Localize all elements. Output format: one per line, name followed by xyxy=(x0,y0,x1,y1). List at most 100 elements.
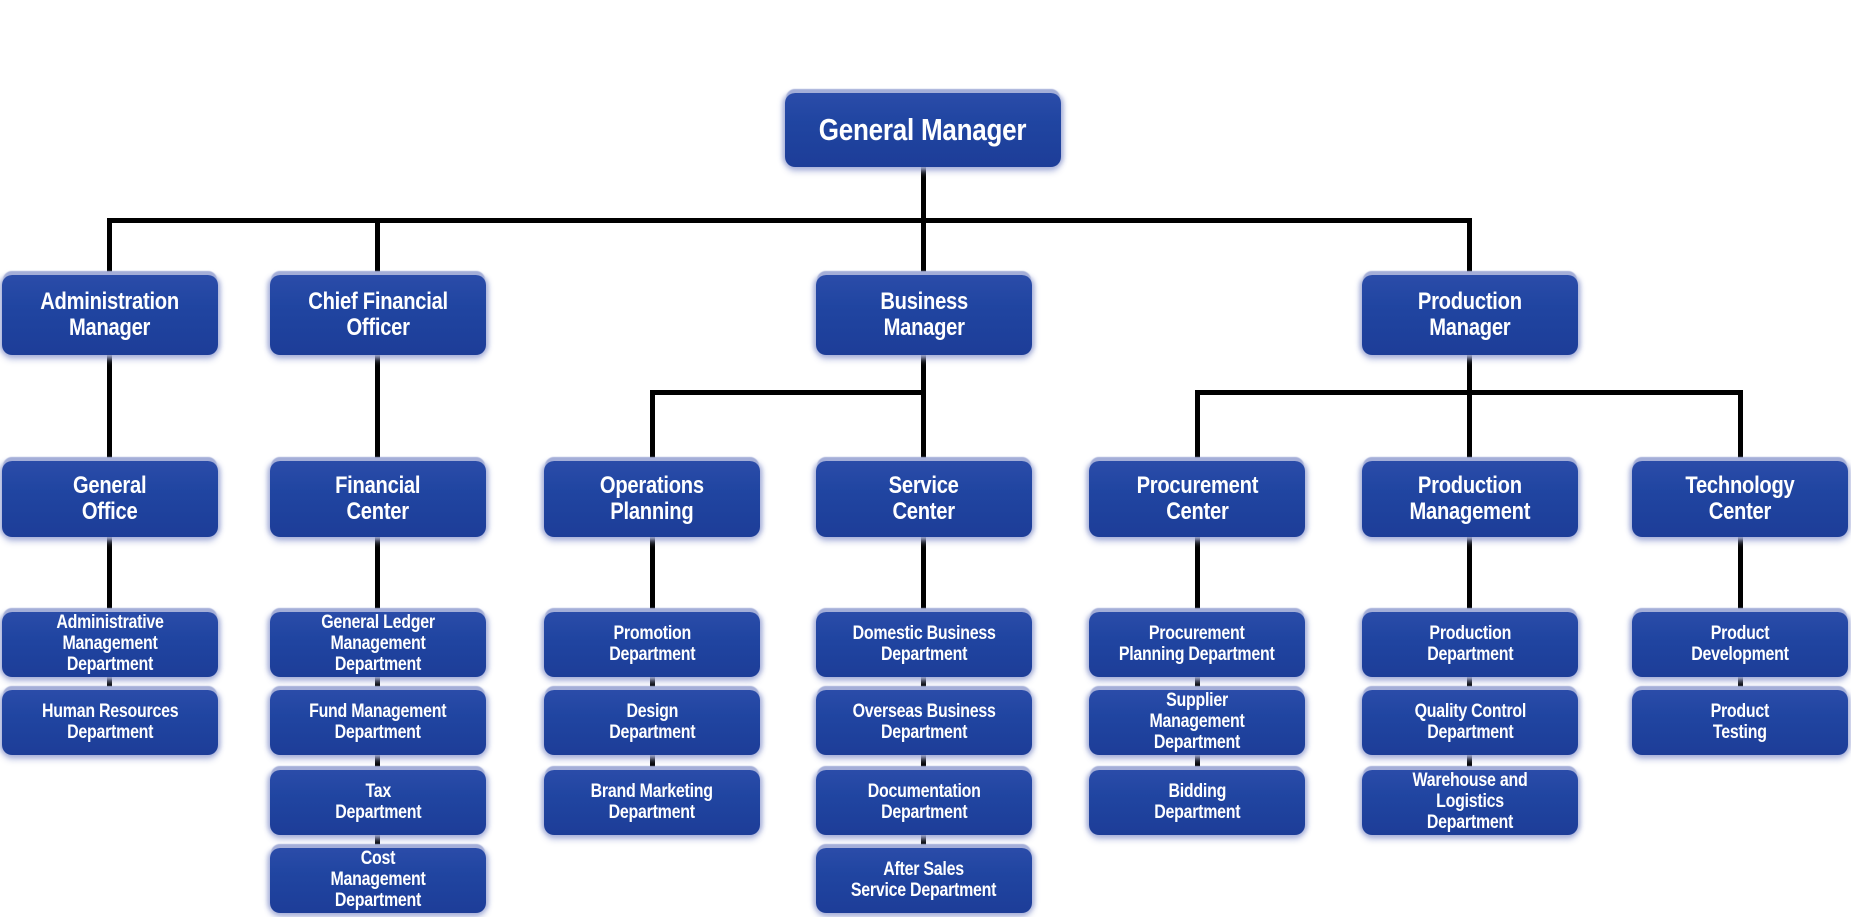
node-label: Human Resources Department xyxy=(41,700,179,743)
node-tax-department: Tax Department xyxy=(270,770,486,835)
node-label: Cost Management Department xyxy=(330,848,426,911)
connector-line xyxy=(1738,390,1743,462)
connector-line xyxy=(375,753,380,771)
connector-line xyxy=(107,675,112,691)
node-label: Administration Manager xyxy=(40,287,180,341)
node-label: Product Development xyxy=(1691,622,1789,665)
node-technology-center: Technology Center xyxy=(1632,461,1848,537)
node-label: Operations Planning xyxy=(600,471,704,525)
connector-line xyxy=(650,753,655,771)
node-business-manager: Business Manager xyxy=(816,275,1032,355)
node-label: Domestic Business Department xyxy=(852,622,996,665)
node-domestic-business-department: Domestic Business Department xyxy=(816,612,1032,677)
node-brand-marketing-department: Brand Marketing Department xyxy=(544,770,760,835)
connector-line xyxy=(650,675,655,691)
connector-line xyxy=(921,675,926,691)
connector-line xyxy=(921,753,926,771)
node-documentation-department: Documentation Department xyxy=(816,770,1032,835)
connector-line xyxy=(1738,675,1743,691)
connector-line xyxy=(650,390,926,395)
connector-line xyxy=(375,353,380,462)
connector-line xyxy=(375,218,380,276)
connector-line xyxy=(921,353,926,462)
connector-line xyxy=(107,218,1472,223)
connector-line xyxy=(107,353,112,462)
connector-line xyxy=(1467,218,1472,276)
connector-line xyxy=(650,535,655,613)
connector-line xyxy=(1195,753,1200,771)
node-production-manager: Production Manager xyxy=(1362,275,1578,355)
node-operations-planning: Operations Planning xyxy=(544,461,760,537)
connector-line xyxy=(1738,535,1743,613)
node-label: Product Testing xyxy=(1710,700,1770,743)
connector-line xyxy=(1195,535,1200,613)
node-label: Design Department xyxy=(608,700,696,743)
node-label: Bidding Department xyxy=(1153,780,1241,823)
node-production-management: Production Management xyxy=(1362,461,1578,537)
node-label: Documentation Department xyxy=(867,780,981,823)
connector-line xyxy=(1195,390,1200,462)
node-administrative-management-department: Administrative Management Department xyxy=(2,612,218,677)
connector-line xyxy=(921,833,926,849)
node-general-ledger-management-department: General Ledger Management Department xyxy=(270,612,486,677)
node-procurement-planning-department: Procurement Planning Department xyxy=(1089,612,1305,677)
connector-line xyxy=(375,675,380,691)
node-quality-control-department: Quality Control Department xyxy=(1362,690,1578,755)
node-general-office: General Office xyxy=(2,461,218,537)
connector-line xyxy=(921,535,926,613)
node-fund-management-department: Fund Management Department xyxy=(270,690,486,755)
node-label: Administrative Management Department xyxy=(56,612,164,675)
node-procurement-center: Procurement Center xyxy=(1089,461,1305,537)
node-label: Overseas Business Department xyxy=(852,700,996,743)
node-service-center: Service Center xyxy=(816,461,1032,537)
node-label: Warehouse and Logistics Department xyxy=(1412,770,1528,833)
node-design-department: Design Department xyxy=(544,690,760,755)
node-label: Financial Center xyxy=(335,471,421,525)
connector-line xyxy=(1195,390,1743,395)
node-financial-center: Financial Center xyxy=(270,461,486,537)
node-label: Procurement Planning Department xyxy=(1119,622,1275,665)
node-label: Quality Control Department xyxy=(1414,700,1526,743)
node-bidding-department: Bidding Department xyxy=(1089,770,1305,835)
node-label: Business Manager xyxy=(880,287,968,341)
node-production-department: Production Department xyxy=(1362,612,1578,677)
connector-line xyxy=(1195,675,1200,691)
node-general-manager: General Manager xyxy=(785,93,1061,167)
node-label: Promotion Department xyxy=(608,622,696,665)
node-after-sales-service-department: After Sales Service Department xyxy=(816,848,1032,913)
node-label: After Sales Service Department xyxy=(851,858,997,901)
node-warehouse-and-logistics-department: Warehouse and Logistics Department xyxy=(1362,770,1578,835)
node-cost-management-department: Cost Management Department xyxy=(270,848,486,913)
node-label: Supplier Management Department xyxy=(1149,690,1245,753)
node-administration-manager: Administration Manager xyxy=(2,275,218,355)
node-supplier-management-department: Supplier Management Department xyxy=(1089,690,1305,755)
node-overseas-business-department: Overseas Business Department xyxy=(816,690,1032,755)
node-label: Brand Marketing Department xyxy=(590,780,714,823)
connector-line xyxy=(375,535,380,613)
node-label: Fund Management Department xyxy=(309,700,447,743)
node-product-development: Product Development xyxy=(1632,612,1848,677)
node-label: Production Manager xyxy=(1418,287,1522,341)
node-label: Procurement Center xyxy=(1136,471,1258,525)
connector-line xyxy=(650,390,655,462)
connector-line xyxy=(107,535,112,613)
connector-line xyxy=(1467,535,1472,613)
node-label: Technology Center xyxy=(1685,471,1795,525)
node-label: Service Center xyxy=(889,471,959,525)
connector-line xyxy=(1467,353,1472,462)
node-label: General Manager xyxy=(819,111,1027,147)
node-label: General Ledger Management Department xyxy=(321,612,435,675)
node-chief-financial-officer: Chief Financial Officer xyxy=(270,275,486,355)
node-label: Chief Financial Officer xyxy=(308,287,448,341)
connector-line xyxy=(1467,675,1472,691)
node-promotion-department: Promotion Department xyxy=(544,612,760,677)
node-human-resources-department: Human Resources Department xyxy=(2,690,218,755)
connector-line xyxy=(1467,753,1472,771)
node-label: Production Management xyxy=(1409,471,1531,525)
connector-line xyxy=(375,833,380,849)
node-label: General Office xyxy=(73,471,147,525)
node-label: Tax Department xyxy=(334,780,422,823)
connector-line xyxy=(107,218,112,276)
node-label: Production Department xyxy=(1426,622,1514,665)
